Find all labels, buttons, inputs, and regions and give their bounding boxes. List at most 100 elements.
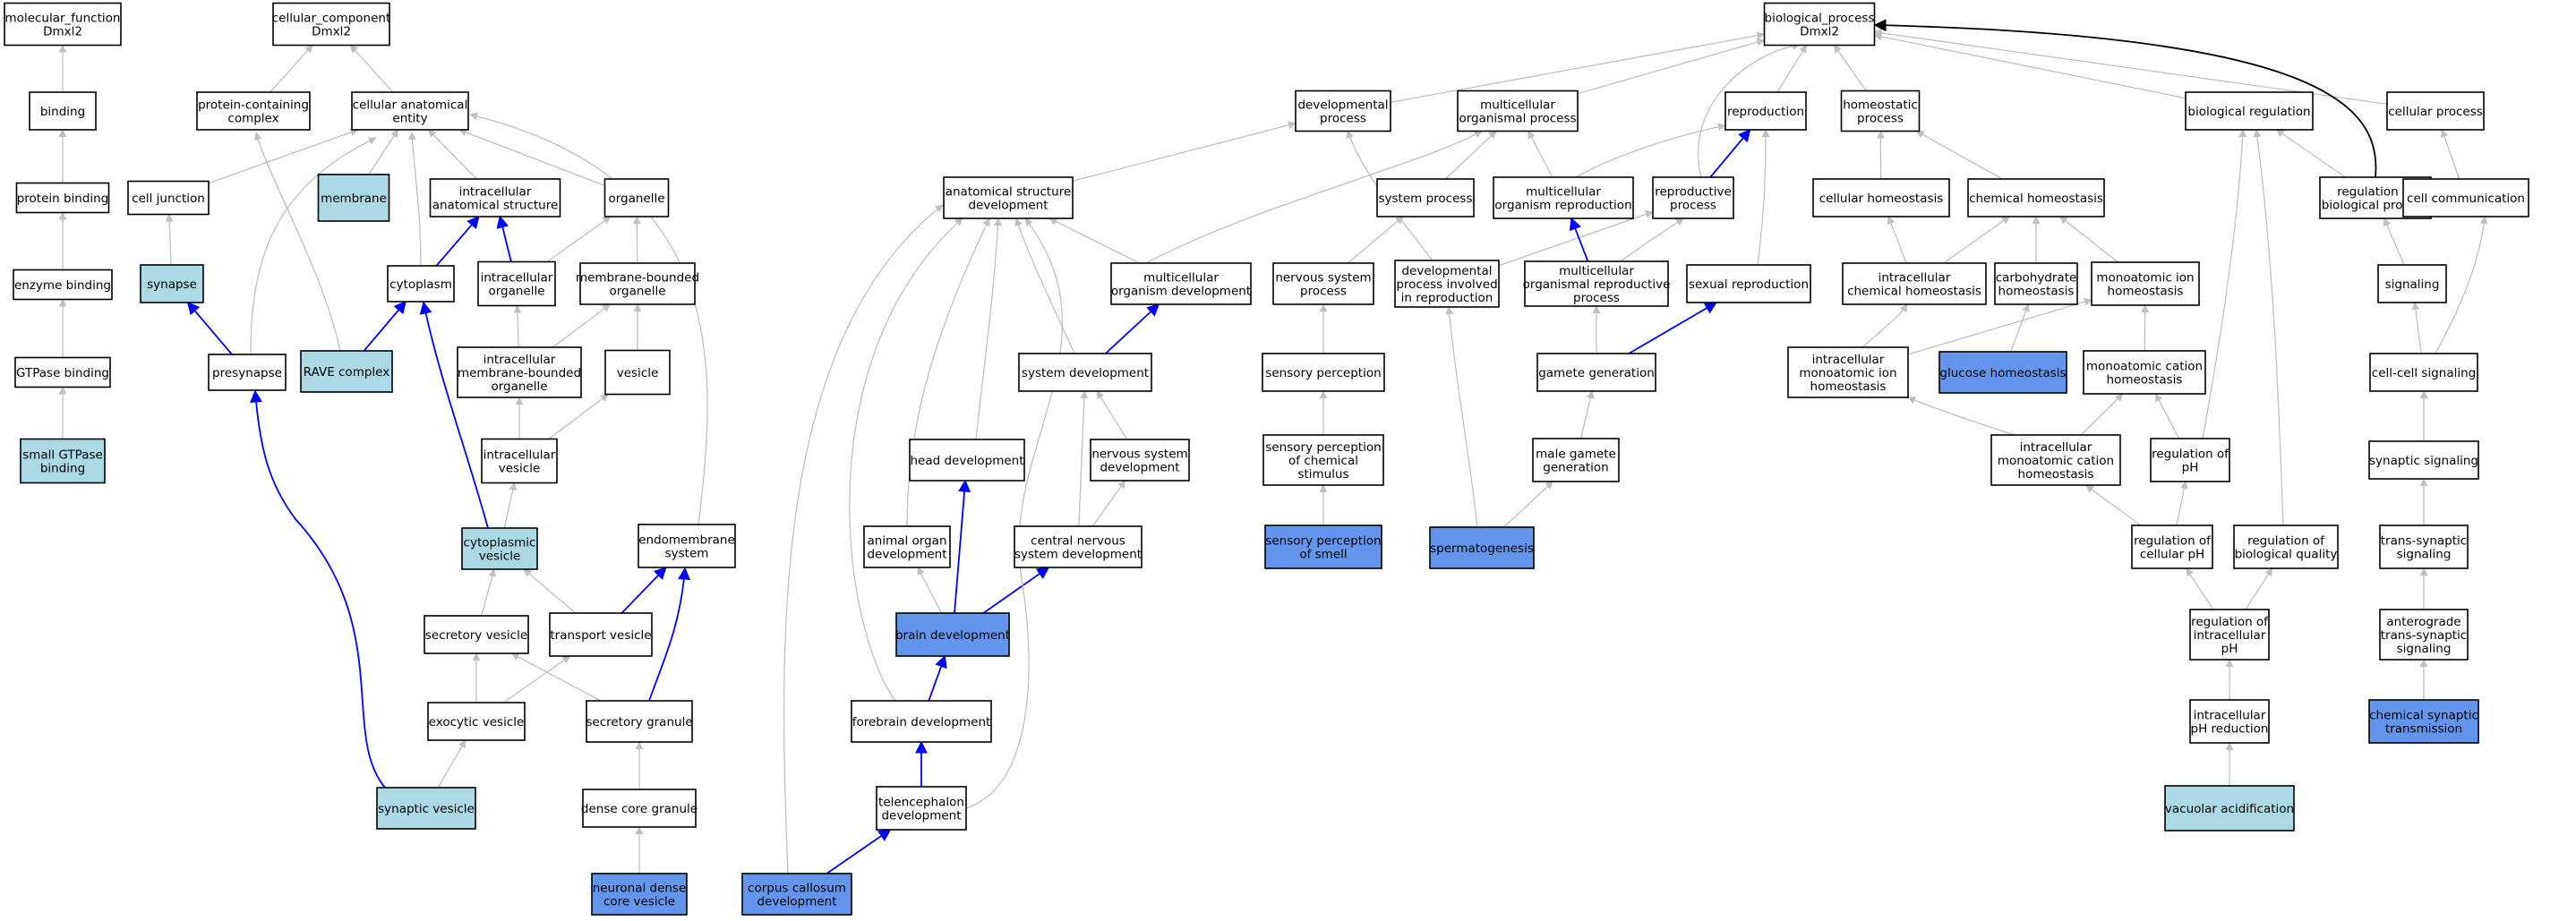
node-protein-binding[interactable]: protein binding [15,182,110,214]
edge-nervous-system-development-to-system-development [1096,390,1128,440]
node-vacuolar-acidification[interactable]: vacuolar acidification [2164,785,2295,831]
node-transport-vesicle[interactable]: transport vesicle [549,612,653,657]
node-box [1840,90,1921,132]
node-synaptic-vesicle[interactable]: synaptic vesicle [376,787,476,830]
node-organelle[interactable]: organelle [603,178,670,217]
node-sensory-perception[interactable]: sensory perception [1262,353,1385,392]
node-membrane[interactable]: membrane [317,174,390,222]
node-reproduction[interactable]: reproduction [1724,91,1807,131]
edge-biological-regulation-to-bp-root [1873,32,2187,99]
node-synapse[interactable]: synapse [140,264,204,303]
node-sexual-reproduction[interactable]: sexual reproduction [1686,264,1811,303]
node-forebrain-development[interactable]: forebrain development [851,700,992,743]
node-presynapse[interactable]: presynapse [208,354,287,391]
node-box [461,527,538,570]
node-biological-regulation[interactable]: biological regulation [2185,91,2314,131]
node-label: biological process [2322,198,2430,212]
node-glucose-homeostasis[interactable]: glucose homeostasis [1938,351,2067,394]
node-label: vesicle [617,366,659,380]
node-gtpase-binding[interactable]: GTPase binding [14,356,111,388]
node-cell-junction[interactable]: cell junction [127,180,210,216]
node-synaptic-signaling[interactable]: synaptic signaling [2368,440,2479,480]
node-enzyme-binding[interactable]: enzyme binding [13,269,113,301]
node-secretory-vesicle[interactable]: secretory vesicle [424,615,529,654]
edge-multicellular-organism-development-to-multicellular-organismal-process [1145,130,1483,264]
node-cellular-homeostasis[interactable]: cellular homeostasis [1812,178,1950,217]
edge-regulation-of-ph-to-monoatomic-cation-homeostasis [2154,393,2180,439]
node-dense-core-granule[interactable]: dense core granule [581,789,697,828]
node-label: signaling [2397,547,2452,561]
node-secretory-granule[interactable]: secretory granule [586,700,693,743]
node-gamete-generation[interactable]: gamete generation [1536,353,1656,392]
node-cell-cell-signaling[interactable]: cell-cell signaling [2369,353,2478,392]
node-cell-communication[interactable]: cell communication [2402,178,2529,217]
node-vesicle[interactable]: vesicle [604,349,671,396]
node-label: anterograde [2386,615,2460,629]
node-binding[interactable]: binding [29,91,97,131]
node-system-development[interactable]: system development [1018,353,1152,392]
node-exocytic-vesicle[interactable]: exocytic vesicle [427,702,526,741]
node-signaling[interactable]: signaling [2377,264,2447,303]
node-cytoplasm[interactable]: cytoplasm [387,265,455,303]
node-box [2233,524,2339,569]
node-box [2402,178,2529,217]
node-head-development[interactable]: head development [909,439,1025,482]
node-box [272,2,390,47]
node-spermatogenesis[interactable]: spermatogenesis [1429,526,1535,569]
node-label: nervous system [1275,270,1371,285]
node-cellular-process[interactable]: cellular process [2386,91,2485,131]
node-system-process[interactable]: system process [1376,178,1475,217]
node-chemical-homeostasis[interactable]: chemical homeostasis [1967,178,2105,217]
node-box [1994,262,2078,305]
node-brain-development[interactable]: brain development [895,612,1010,657]
node-label: vacuolar acidification [2165,802,2294,816]
node-rave-complex[interactable]: RAVE complex [300,350,393,393]
